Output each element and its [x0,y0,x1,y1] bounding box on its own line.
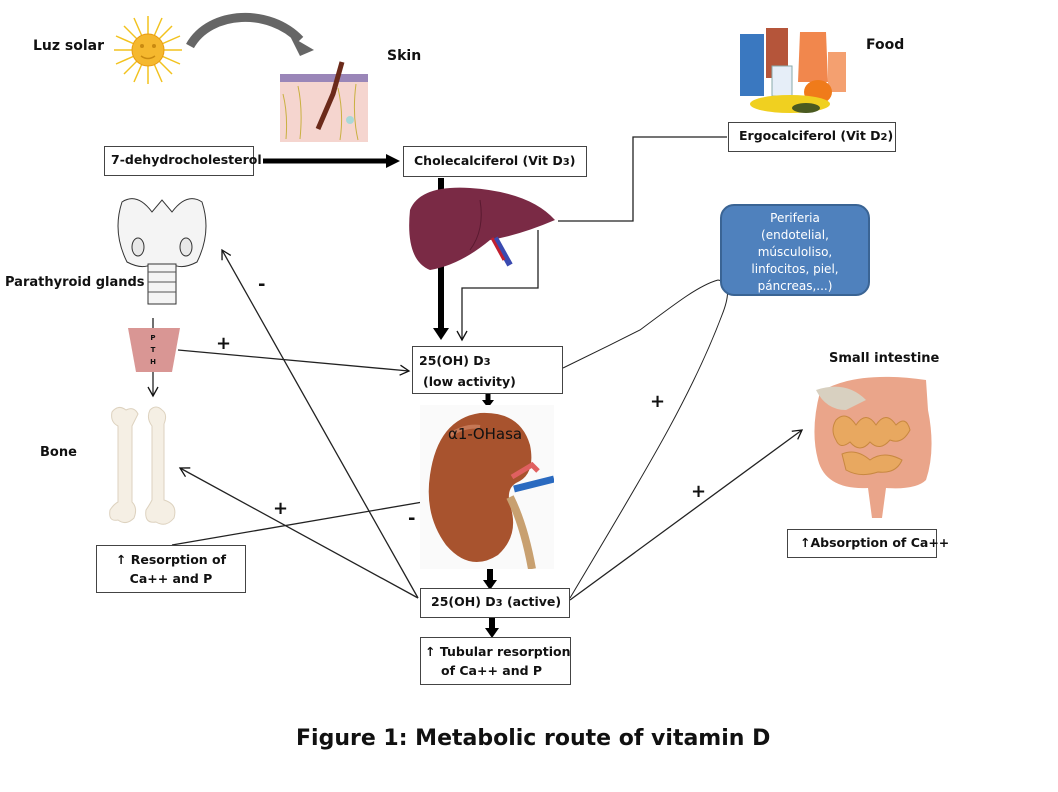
kidney-icon [420,405,554,569]
alpha-1-ohasa-label: α1-OHasa [448,425,523,443]
kidney-inhibition-sign: - [408,508,416,529]
bone-resorption-box: ↑ Resorption of Ca++ and P [96,545,246,593]
liver-to-25oh-line [456,230,539,342]
periferia-box: Periferia (endotelial, músculoliso, linf… [720,204,870,296]
active-to-parathyroid-arrow [221,248,419,599]
bone-icon [109,406,176,525]
food-icon [740,28,846,113]
liver-icon [409,187,555,270]
cholecalciferol-box: Cholecalciferol (Vit D3) [403,146,587,177]
active-to-intestine-arrow [569,429,804,601]
25oh-d3-low-activity-box: 25(OH) D3 (low activity) [412,346,563,394]
small-intestine-label: Small intestine [829,351,940,366]
bone-label: Bone [40,445,77,460]
ergocalciferol-box: Ergocalciferol (Vit D2) [728,122,896,152]
parathyroid-label: Parathyroid glands [5,275,145,290]
pth-label: P T H [150,334,156,366]
food-label: Food [866,37,905,53]
pth-hormone-shape [128,328,180,372]
parathyroid-inhibition-sign: - [258,274,266,295]
sun-icon [114,16,182,84]
periferia-stimulation-sign: + [650,391,666,412]
intestine-stimulation-sign: + [691,481,707,502]
small-intestine-icon [814,376,932,518]
dehydrocholesterol-box: 7-dehydrocholesterol [104,146,262,176]
bone-resorption-to-kidney-arrow [171,492,454,546]
25oh-to-periferia-curve [562,279,719,369]
active-to-bone-arrow [178,467,419,599]
tubular-resorption-box: ↑ Tubular resorption of Ca++ and P [420,637,571,685]
skin-label: Skin [387,48,422,64]
sun-to-skin-arrow [186,12,304,49]
calcium-absorption-box: ↑Absorption of Ca++ [787,529,949,558]
sunlight-label: Luz solar [33,38,105,54]
pth-to-25oh-arrow [177,349,411,376]
parathyroid-glands-icon [117,198,207,305]
bone-stimulation-sign: + [273,498,289,519]
sun-to-skin-arrowhead [290,36,314,56]
periferia-to-active-curve [569,279,728,599]
figure-caption: Figure 1: Metabolic route of vitamin D [296,726,771,751]
pth-stimulation-sign: + [216,333,232,354]
skin-cross-section-icon [280,61,368,142]
ergocalciferol-to-liver-line [558,136,727,222]
25oh-d3-active-box: 25(OH) D3 (active) [420,588,570,618]
